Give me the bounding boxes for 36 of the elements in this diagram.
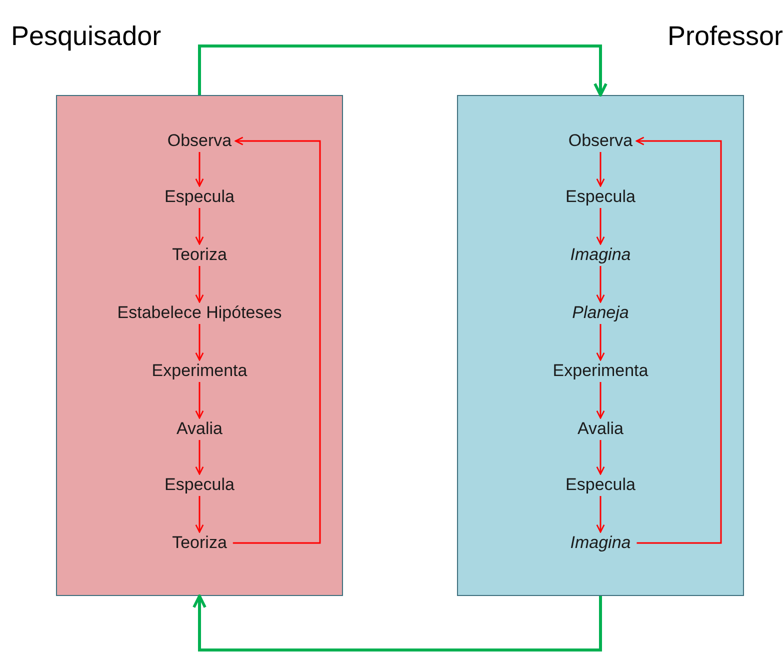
step-label: Observa	[568, 130, 633, 152]
step-label: Observa	[167, 130, 232, 152]
arrow	[195, 152, 204, 187]
arrow	[596, 496, 605, 533]
arrow	[596, 266, 605, 303]
step-label: Experimenta	[552, 360, 648, 382]
step-label: Planeja	[572, 302, 629, 324]
step-label: Especula	[164, 186, 234, 208]
step-label: Teoriza	[172, 532, 227, 554]
arrow	[195, 208, 204, 245]
step-label: Avalia	[578, 418, 624, 440]
panel-heading: Pesquisador	[11, 20, 162, 53]
arrow	[195, 266, 204, 303]
panel-heading: Professor	[667, 20, 783, 53]
step-label: Imagina	[570, 244, 631, 266]
step-label: Teoriza	[172, 244, 227, 266]
arrow	[195, 496, 204, 533]
arrow	[596, 208, 605, 245]
arrow	[596, 440, 605, 475]
arrow	[596, 324, 605, 361]
step-label: Especula	[566, 186, 636, 208]
arrow	[195, 440, 204, 475]
step-label: Estabelece Hipóteses	[117, 302, 282, 324]
arrow	[232, 136, 321, 544]
arrow	[596, 152, 605, 187]
arrow	[192, 594, 602, 652]
step-label: Experimenta	[152, 360, 248, 382]
arrow	[596, 382, 605, 419]
step-label: Especula	[164, 474, 234, 496]
step-label: Imagina	[570, 532, 631, 554]
step-label: Especula	[566, 474, 636, 496]
arrow	[195, 382, 204, 419]
step-label: Avalia	[176, 418, 222, 440]
arrow	[636, 136, 722, 544]
arrow	[198, 44, 608, 96]
arrow	[195, 324, 204, 361]
